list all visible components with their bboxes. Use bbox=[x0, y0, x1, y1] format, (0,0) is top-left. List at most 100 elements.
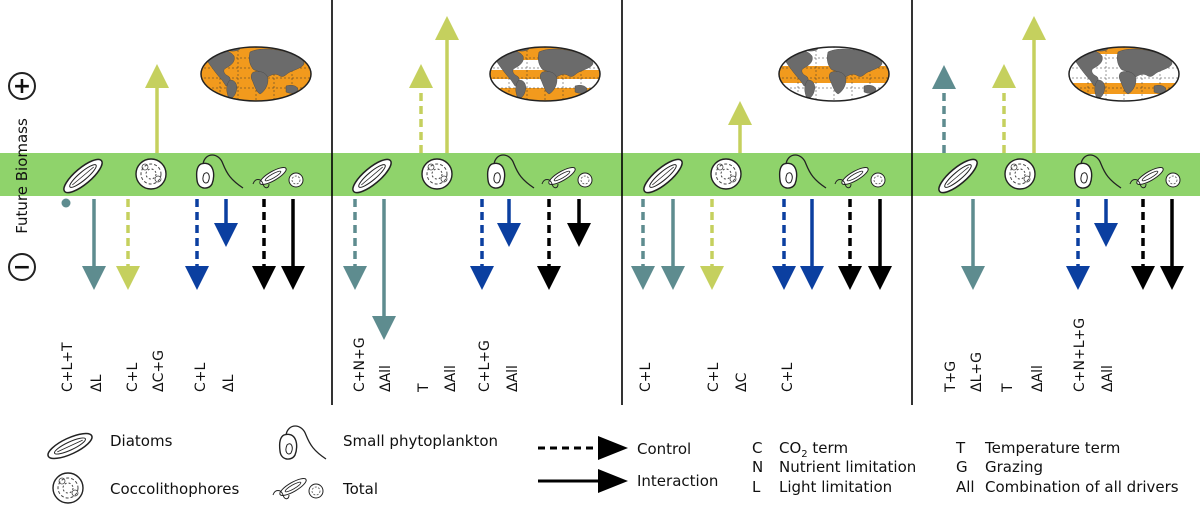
small-phytoplankton-icon bbox=[1073, 154, 1122, 189]
arrow-total-interaction bbox=[567, 199, 591, 247]
arrow-small_phytoplankton-interaction bbox=[497, 199, 521, 247]
driver-desc-g: Grazing bbox=[985, 458, 1043, 476]
label-p2-1: C+N+G bbox=[352, 337, 368, 392]
label-p2-2: ΔAll bbox=[378, 365, 394, 392]
diatom-icon bbox=[643, 158, 683, 194]
diatom-icon bbox=[63, 158, 103, 194]
arrow-small_phytoplankton-interaction bbox=[214, 199, 238, 247]
total-icon bbox=[834, 167, 886, 189]
coccolithophore-icon bbox=[52, 472, 84, 504]
organism-icons-layer bbox=[63, 154, 1181, 194]
small-phytoplankton-icon bbox=[195, 154, 244, 189]
globe-map-icon bbox=[200, 46, 312, 102]
driver-desc-all: Combination of all drivers bbox=[985, 478, 1179, 496]
legend-control: Control bbox=[538, 436, 691, 460]
total-icon bbox=[541, 167, 593, 189]
driver-desc-c: CO2 term bbox=[779, 439, 848, 460]
legend-interaction-label: Interaction bbox=[637, 472, 718, 490]
interaction-arrowhead bbox=[598, 469, 628, 493]
arrow-diatoms-interaction bbox=[372, 199, 396, 340]
legend-control-label: Control bbox=[637, 440, 691, 458]
small-phytoplankton-icon bbox=[278, 425, 327, 460]
label-p4-1: T+G bbox=[943, 361, 959, 393]
arrow-coccolithophores-interaction bbox=[1022, 16, 1046, 153]
label-p4-3: T bbox=[1000, 383, 1016, 393]
driver-code-n: N bbox=[752, 458, 763, 476]
legend-total-label: Total bbox=[342, 480, 378, 498]
label-p1-6: ΔL bbox=[221, 374, 237, 392]
coccolithophore-icon bbox=[421, 158, 453, 190]
small-marker-dot bbox=[61, 198, 71, 208]
driver-desc-l: Light limitation bbox=[779, 478, 892, 496]
arrow-total-control bbox=[838, 199, 862, 290]
driver-desc-t: Temperature term bbox=[984, 439, 1120, 457]
label-p1-5: C+L bbox=[193, 362, 209, 392]
driver-code-l: L bbox=[752, 478, 761, 496]
arrow-total-interaction bbox=[1160, 199, 1184, 290]
label-p1-3: C+L bbox=[125, 362, 141, 392]
legend: Diatoms Coccolithophores Small phytoplan… bbox=[47, 425, 1179, 504]
arrow-diatoms-control bbox=[343, 199, 367, 290]
diatom-icon bbox=[47, 432, 93, 460]
globes-layer bbox=[200, 46, 1180, 102]
coccolithophore-icon bbox=[135, 158, 167, 190]
arrows-layer bbox=[82, 16, 1184, 340]
total-icon bbox=[252, 167, 304, 189]
diatom-icon bbox=[938, 158, 978, 194]
axis-title: Future Biomass bbox=[13, 118, 31, 234]
legend-total: Total bbox=[272, 478, 378, 500]
label-p3-2: C+L bbox=[706, 362, 722, 392]
driver-key: C CO2 term N Nutrient limitation L Light… bbox=[752, 439, 1179, 496]
label-p1-2: ΔL bbox=[89, 374, 105, 392]
y-axis: + − Future Biomass bbox=[8, 72, 71, 281]
label-p4-4: ΔAll bbox=[1030, 365, 1046, 392]
label-p4-5: C+N+L+G bbox=[1072, 318, 1088, 392]
arrow-coccolithophores-control bbox=[409, 64, 433, 153]
label-p2-4: ΔAll bbox=[443, 365, 459, 392]
driver-code-t: T bbox=[955, 439, 966, 457]
arrow-diatoms-interaction bbox=[82, 199, 106, 290]
globe-map-icon bbox=[489, 46, 601, 102]
legend-small-phytoplankton: Small phytoplankton bbox=[278, 425, 498, 460]
driver-code-g: G bbox=[956, 458, 968, 476]
driver-code-c: C bbox=[752, 439, 762, 457]
driver-desc-n: Nutrient limitation bbox=[779, 458, 916, 476]
arrow-coccolithophores-interaction bbox=[145, 64, 169, 153]
small-phytoplankton-icon bbox=[486, 154, 535, 189]
driver-labels: C+L+T ΔL C+L ΔC+G C+L ΔL C+N+G ΔAll T ΔA… bbox=[60, 318, 1116, 393]
label-p4-6: ΔAll bbox=[1100, 365, 1116, 392]
plus-label: + bbox=[13, 74, 31, 99]
label-p2-5: C+L+G bbox=[477, 340, 493, 392]
arrow-diatoms-interaction bbox=[661, 199, 685, 290]
arrow-diatoms-interaction bbox=[961, 199, 985, 290]
label-p1-4: ΔC+G bbox=[151, 350, 167, 392]
arrow-coccolithophores-control bbox=[700, 199, 724, 290]
arrow-small_phytoplankton-control bbox=[772, 199, 796, 290]
arrow-coccolithophores-interaction bbox=[435, 16, 459, 153]
arrow-small_phytoplankton-control bbox=[470, 199, 494, 290]
label-p3-4: C+L bbox=[780, 362, 796, 392]
arrow-coccolithophores-control bbox=[992, 64, 1016, 153]
coccolithophore-icon bbox=[1004, 158, 1036, 190]
total-icon bbox=[272, 478, 324, 500]
arrow-total-interaction bbox=[868, 199, 892, 290]
control-arrowhead bbox=[598, 436, 628, 460]
diatom-icon bbox=[352, 158, 392, 194]
minus-symbol bbox=[8, 253, 36, 281]
legend-diatoms-label: Diatoms bbox=[110, 432, 173, 450]
arrow-total-control bbox=[537, 199, 561, 290]
label-p3-3: ΔC bbox=[734, 372, 750, 392]
arrow-total-control bbox=[1131, 199, 1155, 290]
globe-map-icon bbox=[1068, 46, 1180, 102]
legend-coccolithophores-label: Coccolithophores bbox=[110, 480, 239, 498]
coccolithophore-icon bbox=[710, 158, 742, 190]
label-p2-3: T bbox=[416, 383, 432, 393]
total-icon bbox=[1129, 167, 1181, 189]
legend-interaction: Interaction bbox=[538, 469, 718, 493]
small-phytoplankton-icon bbox=[778, 154, 827, 189]
driver-code-all: All bbox=[956, 478, 975, 496]
arrow-coccolithophores-control bbox=[116, 199, 140, 290]
arrow-diatoms-control bbox=[932, 65, 956, 153]
legend-diatoms: Diatoms bbox=[47, 432, 173, 460]
arrow-small_phytoplankton-control bbox=[1066, 199, 1090, 290]
